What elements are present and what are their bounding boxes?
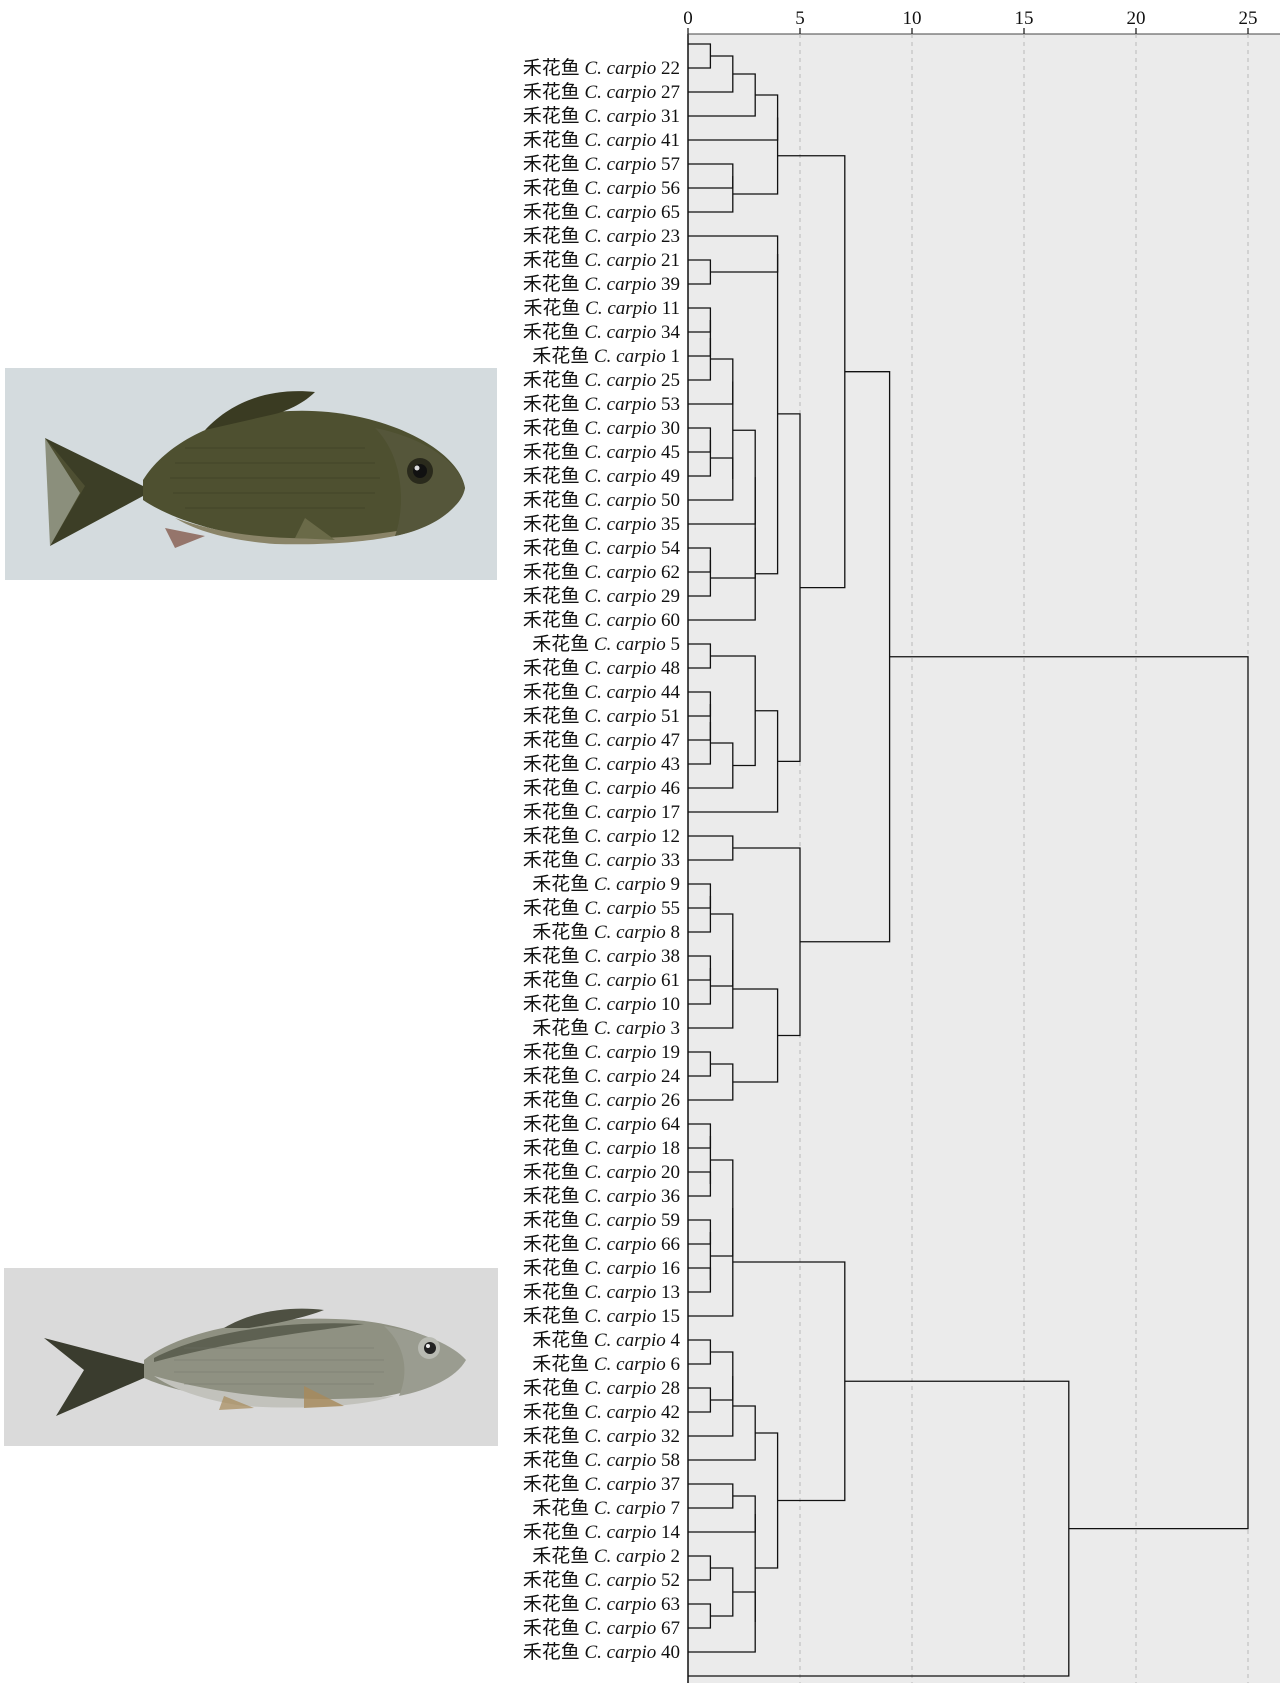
axis-tick-label: 25 — [1239, 8, 1258, 29]
leaf-label: 禾花鱼 C. carpio 10 — [523, 993, 680, 1015]
leaf-label: 禾花鱼 C. carpio 36 — [523, 1185, 680, 1207]
axis-tick-label: 10 — [903, 8, 922, 29]
leaf-label: 禾花鱼 C. carpio 64 — [523, 1113, 681, 1135]
leaf-label: 禾花鱼 C. carpio 35 — [523, 513, 680, 535]
leaf-label: 禾花鱼 C. carpio 1 — [532, 345, 680, 367]
leaf-label: 禾花鱼 C. carpio 56 — [523, 177, 680, 199]
leaf-label: 禾花鱼 C. carpio 49 — [523, 465, 680, 487]
leaf-label: 禾花鱼 C. carpio 43 — [523, 753, 680, 775]
leaf-label: 禾花鱼 C. carpio 60 — [523, 609, 680, 631]
leaf-label: 禾花鱼 C. carpio 14 — [523, 1521, 681, 1543]
leaf-label: 禾花鱼 C. carpio 67 — [523, 1617, 680, 1639]
leaf-label: 禾花鱼 C. carpio 18 — [523, 1137, 680, 1159]
axis-tick-label: 5 — [795, 8, 805, 29]
leaf-label: 禾花鱼 C. carpio 22 — [523, 57, 680, 79]
leaf-label: 禾花鱼 C. carpio 41 — [523, 129, 680, 151]
leaf-label: 禾花鱼 C. carpio 29 — [523, 585, 680, 607]
leaf-label: 禾花鱼 C. carpio 32 — [523, 1425, 680, 1447]
leaf-label: 禾花鱼 C. carpio 47 — [523, 729, 680, 751]
leaf-label: 禾花鱼 C. carpio 54 — [523, 537, 681, 559]
leaf-label: 禾花鱼 C. carpio 51 — [523, 705, 680, 727]
leaf-label: 禾花鱼 C. carpio 34 — [523, 321, 681, 343]
leaf-label: 禾花鱼 C. carpio 28 — [523, 1377, 680, 1399]
leaf-label: 禾花鱼 C. carpio 59 — [523, 1209, 680, 1231]
leaf-label: 禾花鱼 C. carpio 38 — [523, 945, 680, 967]
leaf-label: 禾花鱼 C. carpio 15 — [523, 1305, 680, 1327]
leaf-label: 禾花鱼 C. carpio 27 — [523, 81, 680, 103]
leaf-label: 禾花鱼 C. carpio 37 — [523, 1473, 680, 1495]
leaf-label: 禾花鱼 C. carpio 20 — [523, 1161, 680, 1183]
leaf-label: 禾花鱼 C. carpio 31 — [523, 105, 680, 127]
leaf-label: 禾花鱼 C. carpio 4 — [532, 1329, 680, 1351]
axis-tick-label: 20 — [1127, 8, 1146, 29]
leaf-label: 禾花鱼 C. carpio 23 — [523, 225, 680, 247]
leaf-label: 禾花鱼 C. carpio 30 — [523, 417, 680, 439]
leaf-label: 禾花鱼 C. carpio 66 — [523, 1233, 680, 1255]
leaf-label: 禾花鱼 C. carpio 3 — [532, 1017, 680, 1039]
axis-tick-label: 15 — [1015, 8, 1034, 29]
plot-panel — [688, 34, 1280, 1683]
leaf-label: 禾花鱼 C. carpio 17 — [523, 801, 680, 823]
leaf-label: 禾花鱼 C. carpio 52 — [523, 1569, 680, 1591]
leaf-label: 禾花鱼 C. carpio 21 — [523, 249, 680, 271]
leaf-label: 禾花鱼 C. carpio 58 — [523, 1449, 680, 1471]
leaf-label: 禾花鱼 C. carpio 7 — [532, 1497, 680, 1519]
leaf-label: 禾花鱼 C. carpio 26 — [523, 1089, 680, 1111]
leaf-label: 禾花鱼 C. carpio 61 — [523, 969, 680, 991]
leaf-label: 禾花鱼 C. carpio 12 — [523, 825, 680, 847]
leaf-label: 禾花鱼 C. carpio 33 — [523, 849, 680, 871]
leaf-label: 禾花鱼 C. carpio 24 — [523, 1065, 681, 1087]
leaf-label: 禾花鱼 C. carpio 42 — [523, 1401, 680, 1423]
leaf-label: 禾花鱼 C. carpio 16 — [523, 1257, 680, 1279]
leaf-label: 禾花鱼 C. carpio 9 — [532, 873, 680, 895]
leaf-label: 禾花鱼 C. carpio 25 — [523, 369, 680, 391]
leaf-label: 禾花鱼 C. carpio 62 — [523, 561, 680, 583]
leaf-label: 禾花鱼 C. carpio 46 — [523, 777, 680, 799]
leaf-label: 禾花鱼 C. carpio 45 — [523, 441, 680, 463]
leaf-label: 禾花鱼 C. carpio 39 — [523, 273, 680, 295]
leaf-label: 禾花鱼 C. carpio 19 — [523, 1041, 680, 1063]
leaf-label: 禾花鱼 C. carpio 11 — [523, 297, 680, 319]
leaf-label: 禾花鱼 C. carpio 57 — [523, 153, 680, 175]
axis-tick-label: 0 — [683, 8, 693, 29]
leaf-label: 禾花鱼 C. carpio 6 — [532, 1353, 680, 1375]
leaf-label: 禾花鱼 C. carpio 2 — [532, 1545, 680, 1567]
leaf-label: 禾花鱼 C. carpio 55 — [523, 897, 680, 919]
leaf-label: 禾花鱼 C. carpio 48 — [523, 657, 680, 679]
leaf-label: 禾花鱼 C. carpio 40 — [523, 1641, 680, 1663]
leaf-label: 禾花鱼 C. carpio 44 — [523, 681, 681, 703]
leaf-label: 禾花鱼 C. carpio 8 — [532, 921, 680, 943]
leaf-label: 禾花鱼 C. carpio 53 — [523, 393, 680, 415]
leaf-label: 禾花鱼 C. carpio 13 — [523, 1281, 680, 1303]
leaf-label: 禾花鱼 C. carpio 5 — [532, 633, 680, 655]
leaf-label: 禾花鱼 C. carpio 65 — [523, 201, 680, 223]
leaf-label: 禾花鱼 C. carpio 50 — [523, 489, 680, 511]
leaf-label: 禾花鱼 C. carpio 63 — [523, 1593, 680, 1615]
